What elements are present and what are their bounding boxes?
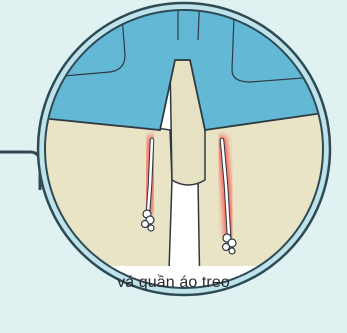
callout-line	[0, 152, 40, 190]
caption-text: vá quần áo treo	[0, 274, 347, 292]
